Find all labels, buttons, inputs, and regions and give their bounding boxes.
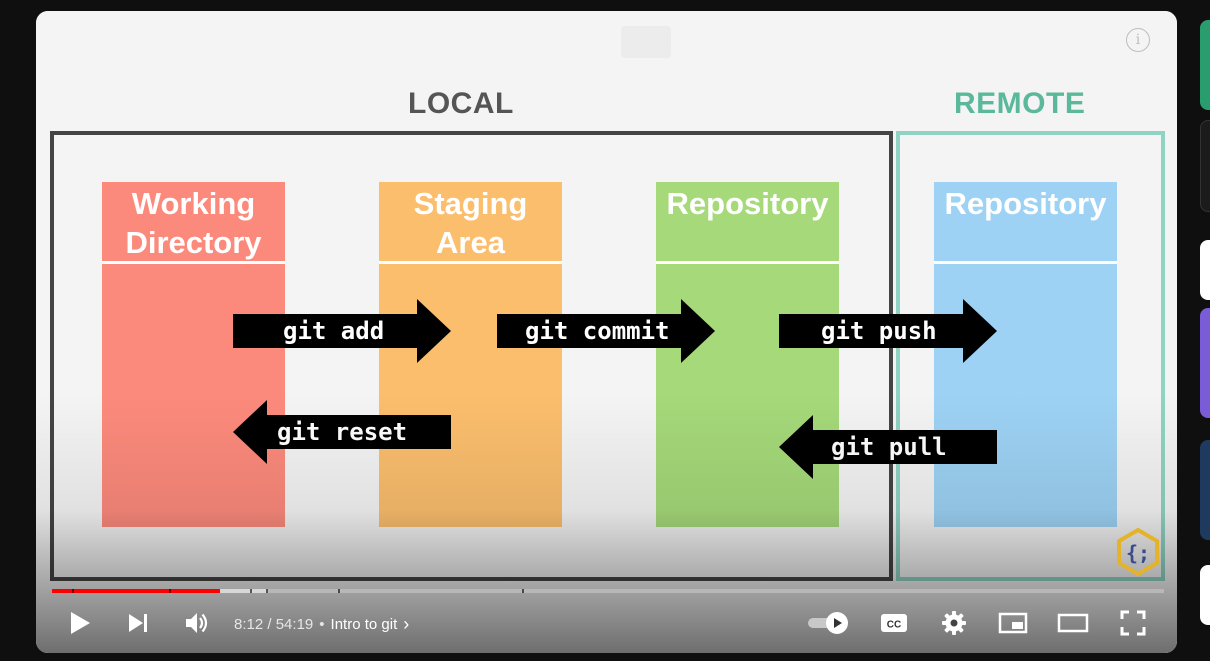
progress-bar[interactable] <box>52 589 1164 593</box>
svg-text:CC: CC <box>887 620 901 631</box>
chapter-title: Intro to git <box>330 616 398 633</box>
git-reset-arrow: git reset <box>233 400 451 464</box>
time-separator: / <box>263 616 276 633</box>
video-player[interactable]: LOCAL REMOTE Working Directory Staging A… <box>36 11 1177 653</box>
play-button[interactable] <box>60 601 100 645</box>
git-push-label: git push <box>821 317 937 345</box>
column-label: Repository <box>934 182 1117 264</box>
captions-icon: CC <box>881 614 907 632</box>
channel-logo-icon: {; <box>1116 527 1160 577</box>
volume-icon <box>186 613 208 633</box>
sidebar-thumbnail-edge <box>1200 565 1210 625</box>
git-push-arrow: git push <box>779 299 997 363</box>
sidebar-thumbnail-edge <box>1200 240 1210 300</box>
svg-text:{;: {; <box>1126 541 1150 565</box>
info-icon[interactable]: i <box>1126 28 1150 52</box>
remote-title: REMOTE <box>954 87 1086 120</box>
local-title: LOCAL <box>408 87 514 120</box>
chapter-marker <box>250 589 252 593</box>
git-pull-label: git pull <box>831 433 947 461</box>
play-icon <box>71 612 90 634</box>
next-button[interactable] <box>118 601 158 645</box>
chevron-right-icon: › <box>403 614 410 634</box>
git-commit-label: git commit <box>525 317 670 345</box>
git-pull-arrow: git pull <box>779 415 997 479</box>
theater-mode-button[interactable] <box>1053 601 1093 645</box>
settings-gear-icon <box>942 611 966 635</box>
player-controls: 8:12 / 54:19 • Intro to git › CC <box>36 601 1177 645</box>
mute-button[interactable] <box>176 601 218 645</box>
chapter-marker <box>522 589 524 593</box>
git-reset-label: git reset <box>277 418 408 446</box>
sidebar-thumbnail-edge <box>1200 20 1210 110</box>
chapter-marker <box>169 589 171 593</box>
column-label: Repository <box>656 182 839 264</box>
sidebar-thumbnail-edge <box>1200 308 1210 418</box>
settings-button[interactable] <box>934 601 974 645</box>
next-icon <box>129 614 147 632</box>
column-label: Staging Area <box>379 182 562 264</box>
time-display: 8:12 / 54:19 • Intro to git › <box>234 601 409 645</box>
miniplayer-icon <box>998 612 1028 634</box>
frame-artifact <box>621 26 671 58</box>
captions-button[interactable]: CC <box>874 601 914 645</box>
sidebar-thumbnail-edge <box>1200 440 1210 540</box>
chapter-marker <box>72 589 74 593</box>
fullscreen-icon <box>1120 610 1146 636</box>
git-add-arrow: git add <box>233 299 451 363</box>
chapter-title-button[interactable]: Intro to git › <box>330 614 410 634</box>
sidebar-thumbnail-edge <box>1200 120 1210 212</box>
video-frame-slide: LOCAL REMOTE Working Directory Staging A… <box>36 11 1177 653</box>
fullscreen-button[interactable] <box>1113 601 1153 645</box>
column-label: Working Directory <box>102 182 285 264</box>
chapter-dot: • <box>319 616 325 633</box>
autoplay-toggle[interactable] <box>804 601 854 645</box>
autoplay-toggle-icon <box>808 612 848 634</box>
chapter-marker <box>338 589 340 593</box>
current-time: 8:12 <box>234 616 264 633</box>
played-fill <box>52 589 220 593</box>
theater-mode-icon <box>1057 613 1089 633</box>
chapter-marker <box>266 589 268 593</box>
git-commit-arrow: git commit <box>497 299 715 363</box>
duration: 54:19 <box>275 616 314 633</box>
git-add-label: git add <box>283 317 385 345</box>
miniplayer-button[interactable] <box>993 601 1033 645</box>
